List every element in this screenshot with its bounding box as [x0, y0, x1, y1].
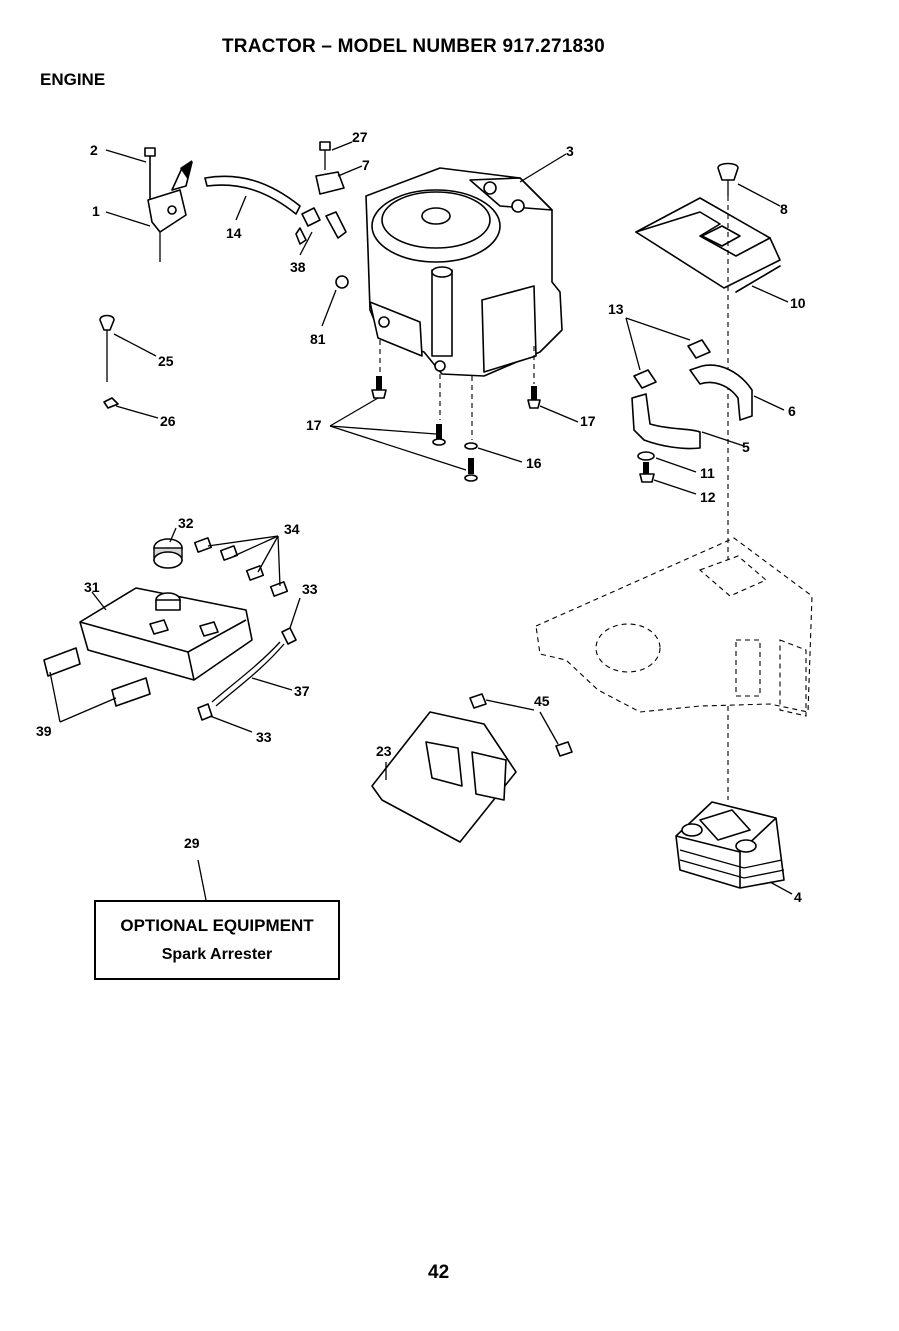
callout-5: 5 — [742, 439, 750, 455]
spark-arrester-assembly — [44, 538, 296, 720]
callout-31: 31 — [84, 579, 100, 595]
optional-equipment-box: OPTIONAL EQUIPMENT Spark Arrester — [94, 900, 340, 980]
callout-1: 1 — [92, 203, 100, 219]
callout-13: 13 — [608, 301, 624, 317]
callout-17-left: 17 — [306, 417, 322, 433]
callout-39: 39 — [36, 723, 52, 739]
callout-23: 23 — [376, 743, 392, 759]
fuel-line — [205, 176, 300, 214]
callout-37: 37 — [294, 683, 310, 699]
callout-38: 38 — [290, 259, 306, 275]
callout-11: 11 — [700, 465, 715, 481]
chassis-plate — [536, 538, 812, 716]
engine-mount-bolts — [372, 376, 540, 481]
callout-45: 45 — [534, 693, 550, 709]
callout-81: 81 — [310, 331, 326, 347]
callout-4: 4 — [794, 889, 802, 905]
throttle-control-assembly — [145, 148, 192, 262]
callout-34: 34 — [284, 521, 300, 537]
callout-17-right: 17 — [580, 413, 596, 429]
callout-16: 16 — [526, 455, 542, 471]
callout-12: 12 — [700, 489, 716, 505]
callout-26: 26 — [160, 413, 176, 429]
exhaust-pipes — [632, 340, 752, 482]
callout-32: 32 — [178, 515, 194, 531]
callout-25: 25 — [158, 353, 174, 369]
callout-7: 7 — [362, 157, 370, 173]
callout-10: 10 — [790, 295, 806, 311]
callout-8: 8 — [780, 201, 788, 217]
optional-equipment-heading: OPTIONAL EQUIPMENT — [96, 916, 338, 936]
callout-6: 6 — [788, 403, 796, 419]
callout-27: 27 — [352, 129, 368, 145]
optional-equipment-item: Spark Arrester — [96, 946, 338, 964]
callout-2: 2 — [90, 142, 98, 158]
callout-33-bottom: 33 — [256, 729, 272, 745]
muffler — [676, 706, 784, 888]
callout-33-top: 33 — [302, 581, 318, 597]
callout-29: 29 — [184, 835, 200, 851]
callout-3: 3 — [566, 143, 574, 159]
page-number: 42 — [428, 1262, 449, 1284]
choke-knob-and-clip — [100, 316, 118, 409]
callout-14: 14 — [226, 225, 242, 241]
